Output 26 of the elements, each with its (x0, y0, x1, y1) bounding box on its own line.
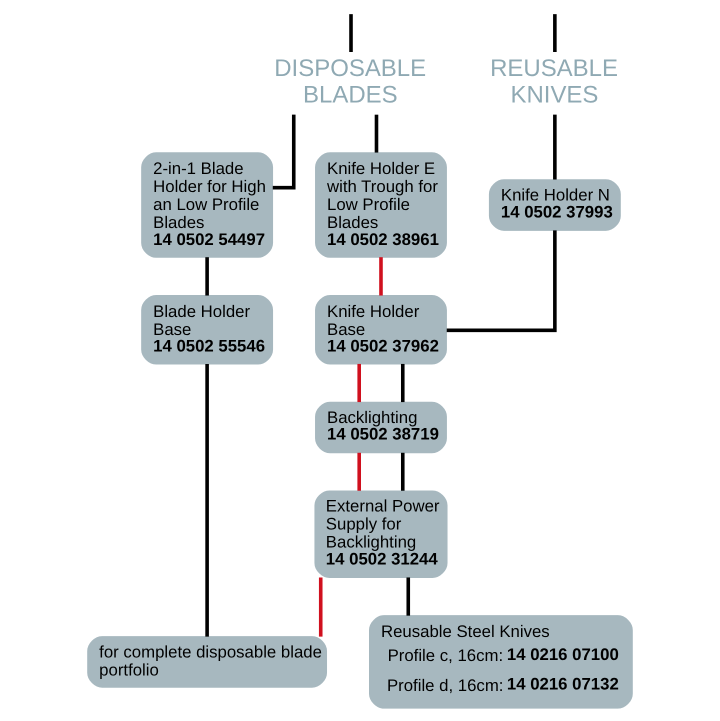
connector (446, 230, 557, 332)
node-box: Backlighting 14 0502 38719 (315, 402, 447, 454)
node-box: Reusable Steel Knives Profile c, 16cm: 14 0216 07100 Profile d, 16cm: 14 0216 07132 (369, 615, 633, 709)
connector (400, 452, 405, 491)
node-box: 2-in-1 Blade Holder for High an Low Profile Blades 14 0502 54497 (141, 152, 274, 258)
connector (205, 364, 209, 637)
connector (318, 577, 323, 637)
node-text: DISPOSABLE BLADES (274, 55, 426, 109)
node-box: Blade Holder Base 14 0502 55546 (141, 294, 274, 365)
connector (379, 257, 383, 296)
node-box: Knife Holder N 14 0502 37993 (488, 179, 621, 231)
connector (400, 364, 405, 402)
connector (205, 257, 209, 296)
node-box: Knife Holder Base 14 0502 37962 (315, 294, 447, 365)
node-box: Knife Holder E with Trough for Low Profile Blades 14 0502 38961 (315, 152, 447, 258)
connector (406, 577, 410, 616)
node-text: REUSABLE KNIVES (490, 55, 618, 109)
connector (374, 114, 378, 153)
node-box: External Power Supply for Backlighting 14 0502 31244 (314, 490, 448, 578)
connector (553, 114, 557, 180)
connector (553, 14, 557, 52)
connector (357, 452, 361, 491)
connector (349, 14, 353, 52)
connector (272, 114, 296, 190)
node-box: for complete disposable blade portfolio (87, 636, 328, 688)
connector (357, 364, 361, 402)
